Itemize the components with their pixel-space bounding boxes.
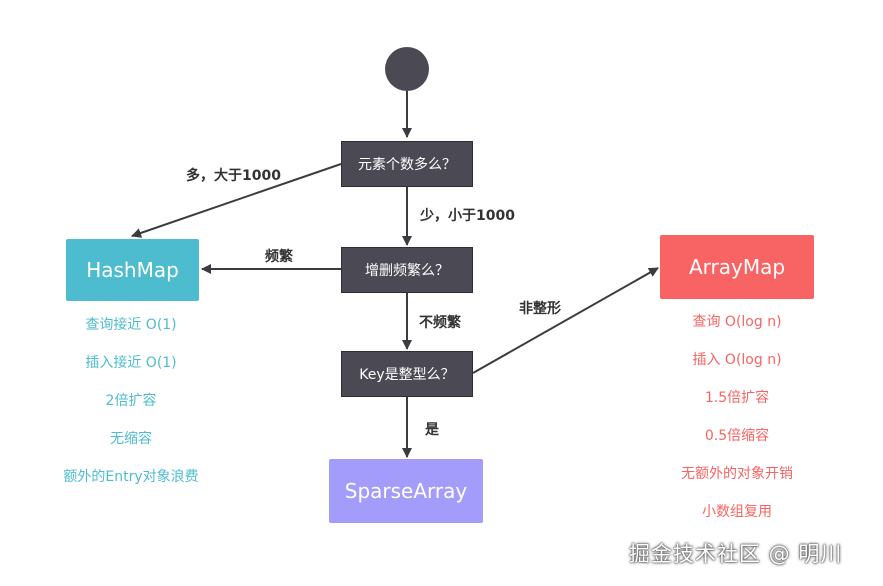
arraymap-note: 查询 O(log n) bbox=[692, 314, 782, 330]
hashmap-note: 额外的Entry对象浪费 bbox=[63, 469, 199, 485]
edge-label-few: 少，小于1000 bbox=[420, 208, 515, 224]
edge-label-infrequent: 不频繁 bbox=[419, 315, 461, 331]
arraymap-note: 插入 O(log n) bbox=[692, 352, 782, 368]
hashmap-note: 插入接近 O(1) bbox=[85, 355, 177, 371]
arraymap-note: 小数组复用 bbox=[702, 504, 772, 520]
edge-label-yes: 是 bbox=[425, 422, 439, 438]
edge-label-frequent: 频繁 bbox=[265, 249, 293, 265]
decision-frequency-label: 增删频繁么？ bbox=[365, 263, 449, 279]
decision-key-type-label: Key是整型么？ bbox=[359, 367, 455, 383]
decision-key-type: Key是整型么？ bbox=[341, 351, 473, 397]
arraymap-box: ArrayMap bbox=[660, 235, 814, 299]
start-node bbox=[385, 47, 429, 91]
hashmap-note: 无缩容 bbox=[110, 431, 152, 447]
edge-count-to-hashmap bbox=[131, 163, 342, 238]
edge-label-non-integer: 非整形 bbox=[519, 301, 561, 317]
arraymap-note: 无额外的对象开销 bbox=[681, 466, 793, 482]
edge-label-many: 多，大于1000 bbox=[186, 168, 281, 184]
arraymap-note: 1.5倍扩容 bbox=[704, 390, 770, 406]
arraymap-note: 0.5倍缩容 bbox=[704, 428, 770, 444]
hashmap-note: 2倍扩容 bbox=[105, 393, 157, 409]
decision-element-count: 元素个数多么？ bbox=[341, 141, 473, 187]
decision-frequency: 增删频繁么？ bbox=[341, 247, 473, 293]
arraymap-title: ArrayMap bbox=[688, 255, 786, 279]
sparsearray-box: SparseArray bbox=[329, 459, 483, 523]
edge-keytype-to-arraymap bbox=[472, 267, 659, 374]
hashmap-title: HashMap bbox=[86, 258, 179, 282]
hashmap-note: 查询接近 O(1) bbox=[85, 317, 177, 333]
decision-element-count-label: 元素个数多么？ bbox=[358, 157, 456, 173]
watermark: 掘金技术社区 @ 明川 bbox=[629, 542, 843, 566]
hashmap-box: HashMap bbox=[66, 239, 199, 301]
sparsearray-title: SparseArray bbox=[344, 479, 468, 503]
